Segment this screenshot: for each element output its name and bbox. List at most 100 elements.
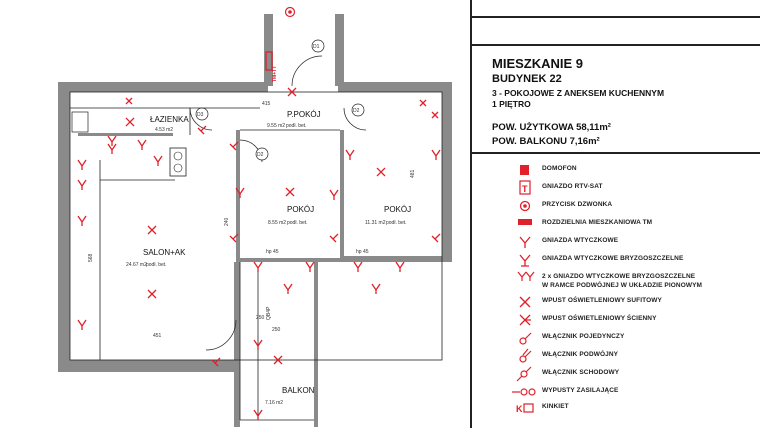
dim-vent-label: QB4P: [266, 306, 272, 320]
socket-4: [153, 155, 163, 166]
socket-icon: [519, 236, 531, 248]
door-swing-living: [205, 319, 237, 351]
floor-label: 1 PIĘTRO: [492, 99, 531, 109]
room-name-balcony: BALKON: [282, 386, 315, 395]
sconce-icon: K: [516, 403, 534, 414]
dim-hall-h: 250: [256, 315, 265, 321]
legend-row-board: ROZDZIELNIA MIESZKANIOWA TM: [472, 216, 760, 232]
room-floor-hall: podł. bet.: [286, 123, 307, 129]
doorbell-ring: [284, 6, 296, 18]
door-swing-d2b: [343, 107, 367, 131]
hob-burner-2: [173, 163, 183, 173]
room-name-bathroom: ŁAZIENKA: [150, 115, 189, 124]
wall-partition-2: [340, 130, 344, 260]
legend-label: WPUST OŚWIETLENIOWY ŚCIENNY: [542, 315, 657, 322]
single-switch-icon: [519, 332, 532, 345]
bath-fixture: [71, 111, 89, 133]
door-tag-d2b-circle: [351, 103, 365, 117]
balcony-area: POW. BALKONU 7,16m²: [492, 136, 600, 147]
info-panel: MIESZKANIE 9 BUDYNEK 22 3 - POKOJOWE Z A…: [470, 0, 760, 428]
legend-label: KINKIET: [542, 403, 569, 410]
legend-label: WPUST OŚWIETLENIOWY SUFITOWY: [542, 297, 662, 304]
socket-16: [395, 261, 405, 272]
double-switch-icon: [519, 348, 532, 363]
ceiling-light-bath: [125, 117, 135, 127]
apartment-title: MIESZKANIE 9: [492, 56, 584, 71]
door-tag-d2a: D2: [257, 152, 264, 158]
legend-row-doorbell: PRZYCISK DZWONKA: [472, 198, 760, 214]
power-outlet-icon: [512, 388, 536, 396]
room-floor-living: podł. bet.: [146, 262, 167, 268]
dim-hp1: hp 45: [266, 249, 279, 255]
socket-2: [107, 143, 117, 154]
doorbell-icon: [519, 200, 531, 212]
wall-corridor-right: [335, 14, 344, 86]
socket-18: [283, 283, 293, 294]
socket-19: [253, 339, 263, 350]
legend-label: WŁĄCZNIK SCHODOWY: [542, 369, 620, 376]
wall-bath-bottom: [78, 133, 173, 136]
panel-top-rule: [472, 16, 760, 18]
legend-label: WŁĄCZNIK PODWÓJNY: [542, 351, 619, 358]
legend-label: 2 x GNIAZDO WTYCZKOWE BRYZGOSZCZELNE: [542, 273, 696, 280]
room-floor-room1: podł. bet.: [287, 220, 308, 226]
legend-row-wall: WPUST OŚWIETLENIOWY ŚCIENNY: [472, 312, 760, 328]
wall-balcony-right: [314, 262, 318, 427]
wall-bottom: [58, 360, 236, 372]
floor-plan-drawing: D1 D3 D2 D2 ŁAZIENKA 4.53 m2 P.POKÓJ 9.5…: [58, 6, 452, 427]
wall-balcony-left: [234, 262, 240, 427]
wall-right: [442, 82, 452, 262]
legend-row-double: 2 x GNIAZDO WTYCZKOWE BRYZGOSZCZELNE W R…: [472, 270, 760, 294]
kitchen-hob: [169, 147, 187, 177]
socket-1: [107, 135, 117, 146]
legend-row-sconce: K KINKIET: [472, 400, 760, 416]
dim-liv-h: 240: [224, 217, 230, 226]
room-outlines: [69, 91, 443, 421]
door-tag-d2b: D2: [353, 108, 360, 114]
room-area-balcony: 7.16 m2: [265, 400, 283, 406]
room-area-bathroom: 4.53 m2: [155, 127, 173, 133]
switch-1: [229, 141, 239, 151]
legend-label-2: W RAMCE PODWÓJNEJ W UKŁADZIE PIONOWYM: [542, 282, 703, 289]
door-tags: D1 D3 D2 D2: [195, 39, 365, 161]
legend-label: PRZYCISK DZWONKA: [542, 201, 613, 208]
socket-17: [371, 283, 381, 294]
room-name-room1: POKÓJ: [287, 205, 314, 214]
distribution-board-icon: [518, 219, 532, 225]
legend-row-splash: GNIAZDA WTYCZKOWE BRYZGOSZCZELNE: [472, 252, 760, 268]
dim-hp2: hp 45: [356, 249, 369, 255]
legend-row-stair: WŁĄCZNIK SCHODOWY: [472, 366, 760, 382]
room-area-living: 24.67 m2: [126, 262, 147, 268]
legend-row-socket: GNIAZDA WTYCZKOWE: [472, 234, 760, 250]
socket-6: [77, 179, 87, 190]
walls: [58, 14, 452, 427]
legend-row-tv: T GNIAZDO RTV-SAT: [472, 180, 760, 196]
usable-area: POW. UŻYTKOWA 58,11m²: [492, 122, 611, 133]
socket-8: [77, 319, 87, 330]
socket-15: [353, 261, 363, 272]
dim-room2-h: 481: [410, 169, 416, 178]
room-area-hall: 9.55 m2: [267, 123, 285, 129]
ceiling-light-living-2: [147, 289, 157, 299]
apartment-description: 3 - POKOJOWE Z ANEKSEM KUCHENNYM: [492, 88, 665, 98]
room-name-hall: P.POKÓJ: [287, 110, 321, 119]
door-tag-d2a-circle: [255, 147, 269, 161]
socket-20: [253, 409, 263, 420]
splash-socket-icon: [519, 254, 531, 267]
wall-light-bath: [125, 97, 133, 105]
svg-text:T: T: [522, 184, 528, 194]
door-tag-d1: D1: [313, 44, 320, 50]
wall-partition-1: [236, 130, 240, 260]
legend-row-double-switch: WŁĄCZNIK PODWÓJNY: [472, 348, 760, 364]
wall-top-left: [58, 82, 268, 92]
domofon-icon: [520, 165, 529, 175]
double-socket-icon: [517, 271, 535, 281]
wall-light-3: [419, 99, 427, 107]
socket-9: [235, 187, 245, 198]
dim-tm-label: TM+TT: [272, 66, 278, 82]
electrical-symbols: [77, 51, 441, 420]
legend-row-single: WŁĄCZNIK POJEDYNCZY: [472, 330, 760, 346]
switch-5: [211, 357, 221, 367]
switch-4: [431, 233, 441, 243]
hob-burner-1: [173, 151, 183, 161]
